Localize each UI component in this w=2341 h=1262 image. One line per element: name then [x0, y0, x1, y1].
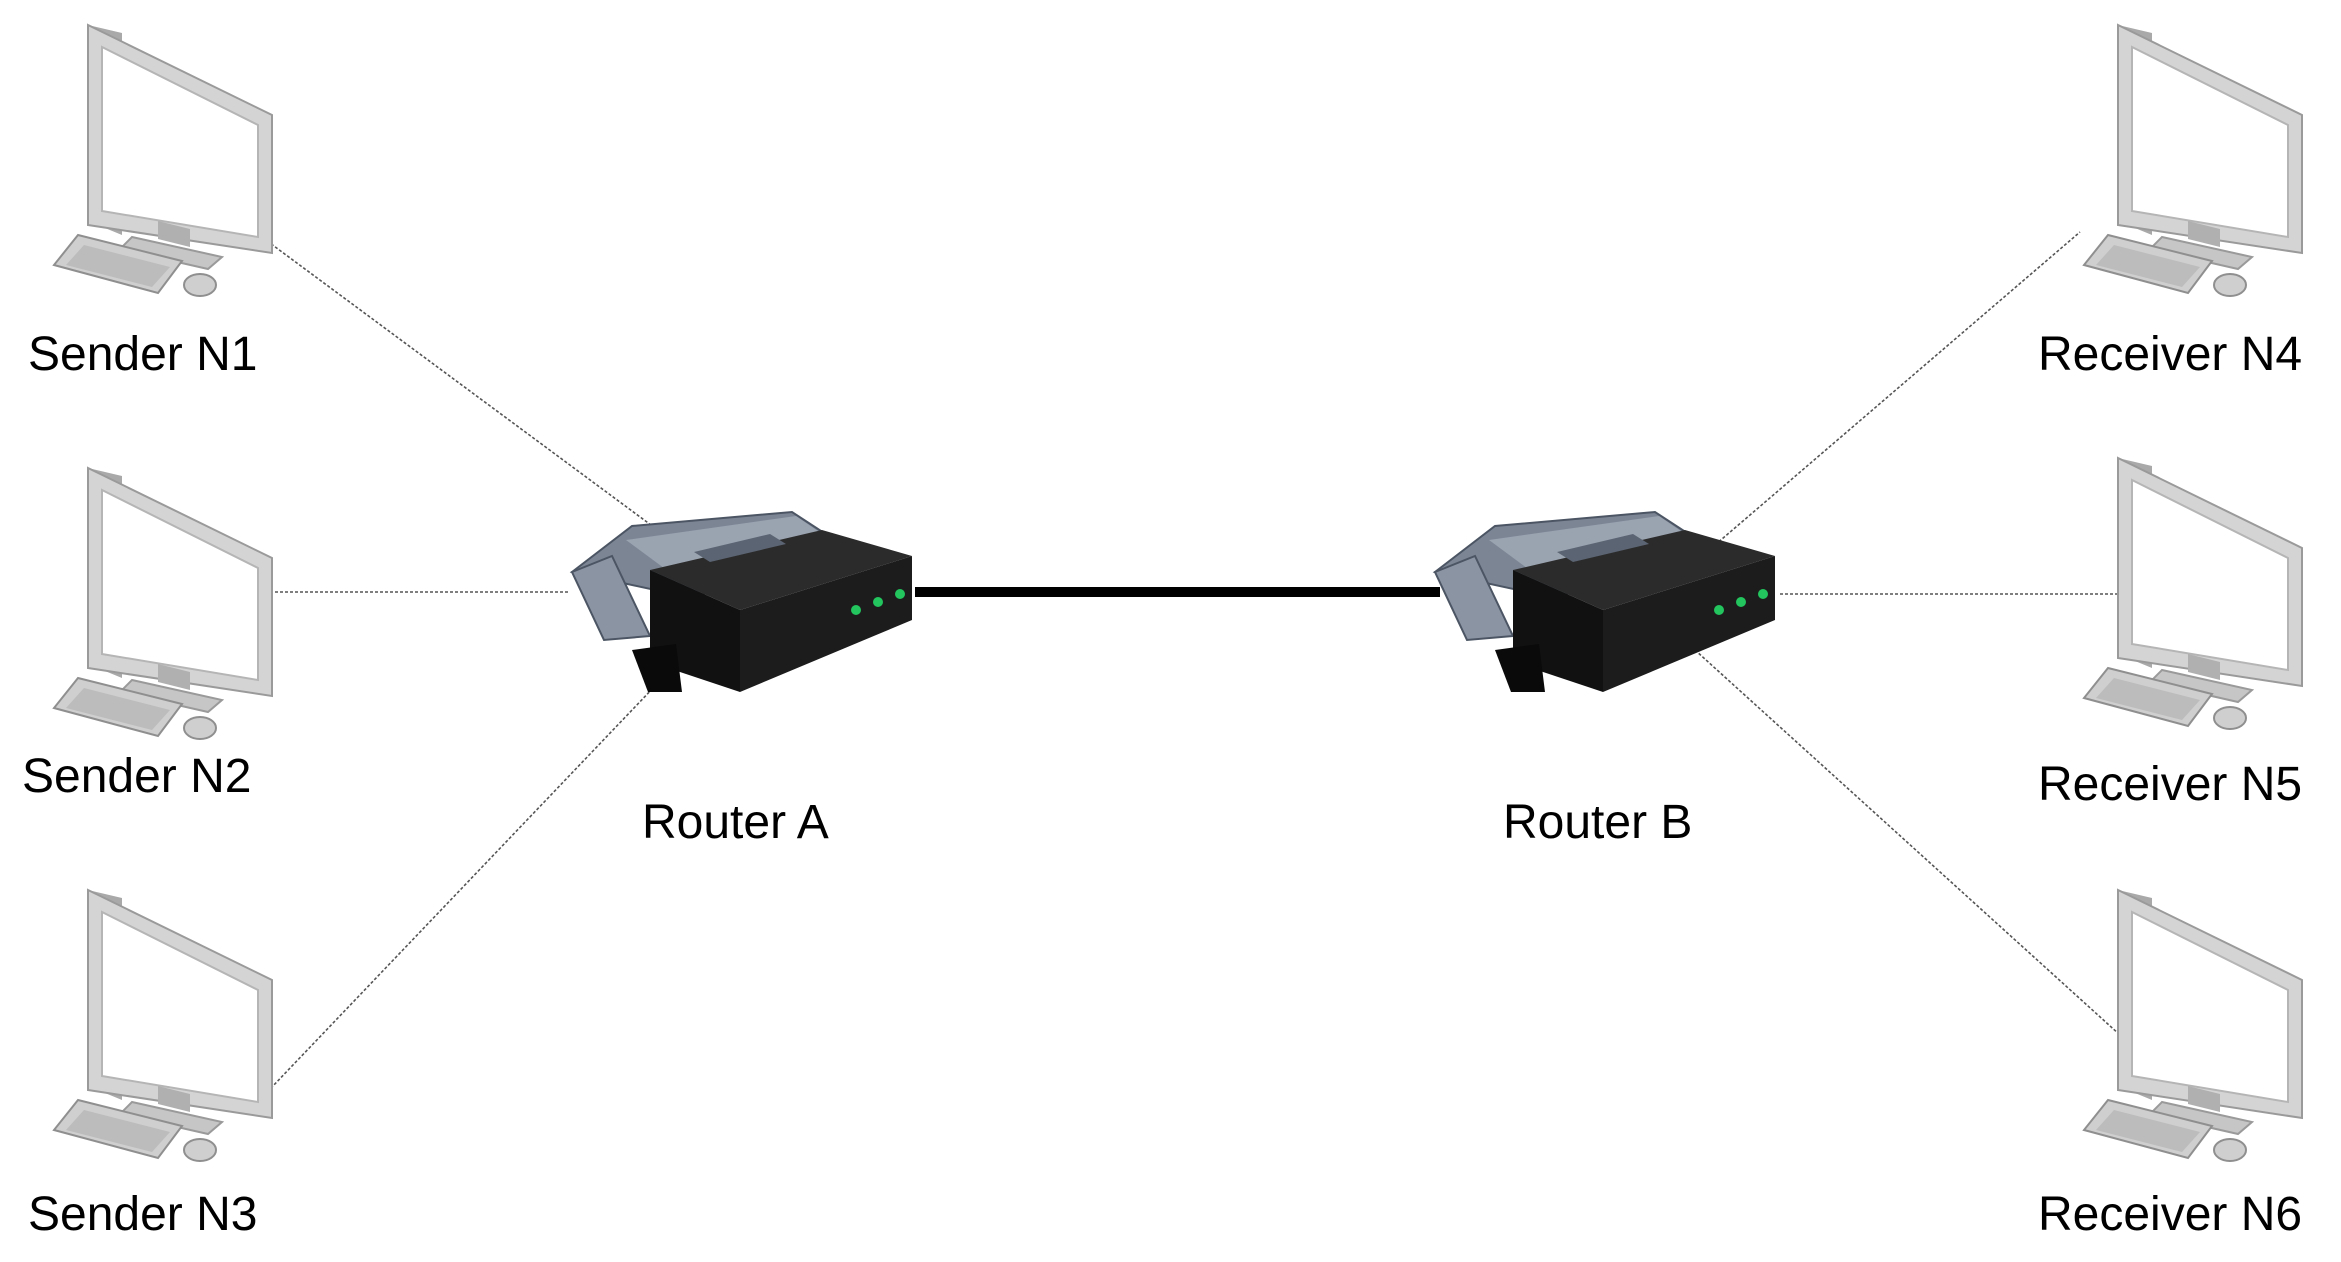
router-b[interactable]: Router B	[1434, 511, 1776, 849]
receiver-n6[interactable]: Receiver N6	[2038, 889, 2303, 1241]
link-router-b-n4	[1714, 231, 2081, 546]
router-icon	[1434, 511, 1776, 693]
link-n3-router-a	[249, 685, 656, 1111]
computer-icon	[53, 467, 273, 740]
receiver-n4[interactable]: Receiver N4	[2038, 24, 2303, 381]
sender-n2[interactable]: Sender N2	[22, 467, 273, 803]
node-label: Sender N2	[22, 750, 251, 803]
node-label: Sender N3	[28, 1188, 257, 1241]
links-layer	[240, 231, 2280, 1111]
node-label: Router B	[1503, 796, 1692, 849]
sender-n3[interactable]: Sender N3	[28, 889, 273, 1241]
node-label: Receiver N6	[2038, 1188, 2302, 1241]
sender-n1[interactable]: Sender N1	[28, 24, 273, 381]
node-label: Receiver N5	[2038, 758, 2302, 811]
router-a[interactable]: Router A	[571, 511, 913, 849]
link-n1-router-a	[254, 231, 656, 529]
link-router-b-n6	[1694, 649, 2121, 1036]
computer-icon	[53, 889, 273, 1162]
computer-icon	[2083, 24, 2303, 297]
receiver-n5[interactable]: Receiver N5	[2038, 457, 2303, 811]
node-label: Sender N1	[28, 328, 257, 381]
router-icon	[571, 511, 913, 693]
node-label: Router A	[642, 796, 829, 849]
computer-icon	[53, 24, 273, 297]
computer-icon	[2083, 889, 2303, 1162]
node-label: Receiver N4	[2038, 328, 2302, 381]
